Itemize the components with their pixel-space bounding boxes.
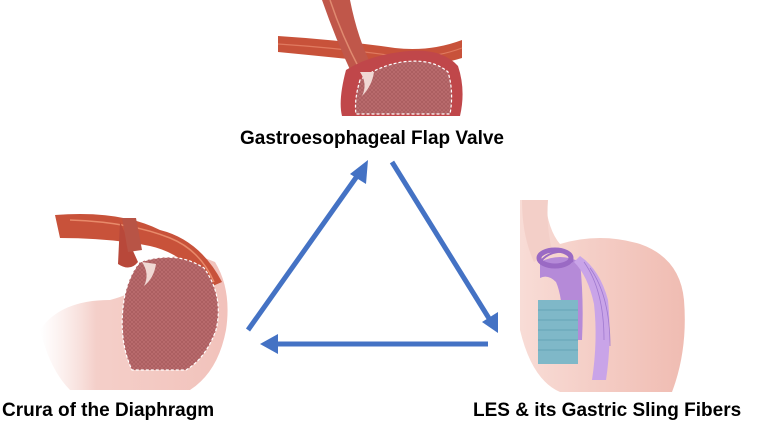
arrow-top-to-right (392, 162, 490, 320)
les-sling-illustration (520, 200, 685, 392)
label-les-sling: LES & its Gastric Sling Fibers (473, 400, 741, 422)
arrow-left-to-top (248, 172, 360, 330)
crura-illustration (40, 214, 228, 390)
label-flap-valve: Gastroesophageal Flap Valve (240, 128, 504, 150)
arrowhead-right-to-left (260, 334, 278, 354)
flap-valve-illustration (278, 0, 463, 116)
label-crura: Crura of the Diaphragm (2, 400, 214, 422)
cycle-arrows (248, 160, 498, 354)
